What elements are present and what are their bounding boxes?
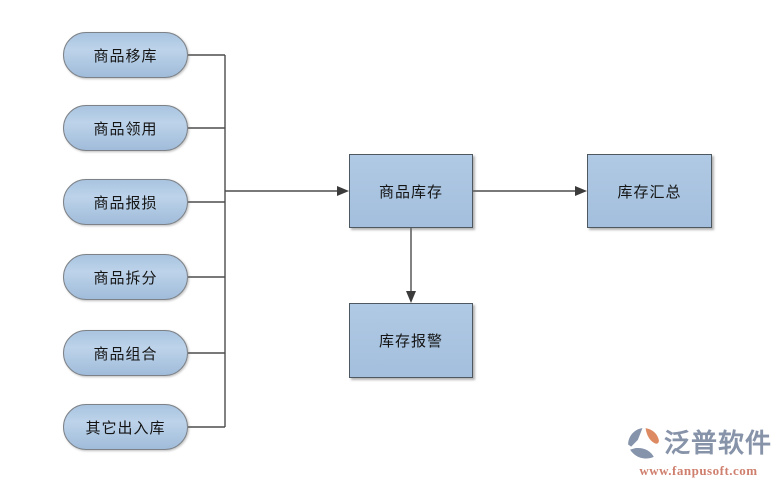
node-product-combine: 商品组合: [63, 330, 188, 376]
node-product-damage: 商品报损: [63, 179, 188, 225]
fanpu-logo-icon: [628, 428, 659, 459]
arrow-to-inventory-head: [337, 186, 349, 196]
brand-url: www.fanpusoft.com: [639, 463, 758, 478]
node-product-split: 商品拆分: [63, 254, 188, 300]
brand-watermark: 泛普软件 www.fanpusoft.com: [625, 425, 772, 479]
node-product-transfer: 商品移库: [63, 32, 188, 78]
node-inventory-alert: 库存报警: [349, 303, 473, 378]
brand-row: 泛普软件: [625, 425, 772, 462]
arrow-to-alert-head: [406, 291, 416, 303]
node-product-requisition: 商品领用: [63, 105, 188, 151]
node-other-in-out: 其它出入库: [63, 404, 188, 450]
node-inventory-summary: 库存汇总: [587, 154, 712, 228]
brand-name: 泛普软件: [663, 428, 772, 458]
node-product-inventory: 商品库存: [349, 154, 473, 228]
arrow-to-summary-head: [575, 186, 587, 196]
